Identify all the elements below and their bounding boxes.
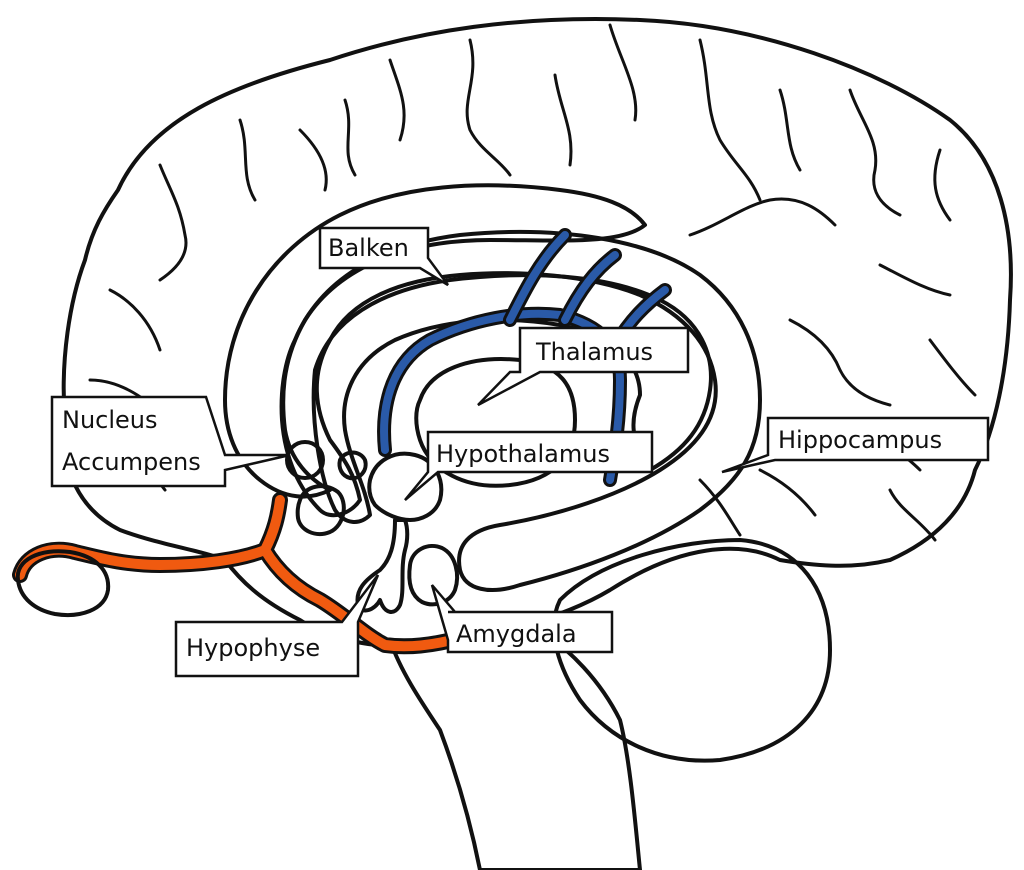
label-thalamus-text: Thalamus (535, 338, 653, 366)
label-balken-text: Balken (328, 234, 409, 262)
brainstem (388, 628, 642, 870)
label-hypothalamus-text: Hypothalamus (436, 440, 610, 468)
hypophyse-body (355, 518, 410, 614)
label-nucleus-line1: Nucleus (62, 406, 158, 434)
label-hypothalamus: Hypothalamus (404, 430, 654, 501)
label-thalamus: Thalamus (477, 326, 690, 407)
hippocampus-arch (279, 229, 762, 592)
olfactory-bulb (15, 549, 111, 617)
label-amygdala: Amygdala (430, 584, 614, 654)
label-hippocampus: Hippocampus (721, 416, 990, 474)
ventricle-vessels (377, 228, 672, 487)
label-nucleus-accumbens: Nucleus Accumpens (50, 395, 291, 488)
label-nucleus-line2: Accumpens (62, 448, 201, 476)
label-hypophyse-text: Hypophyse (186, 634, 320, 662)
label-hypophyse: Hypophyse (174, 574, 380, 678)
amygdala (407, 544, 460, 607)
hypothalamus (367, 451, 444, 522)
label-hippocampus-text: Hippocampus (778, 426, 942, 454)
green-nucleus-small (295, 484, 346, 537)
green-nucleus-notch (337, 450, 368, 481)
cerebellum (551, 538, 832, 763)
label-balken: Balken (318, 226, 450, 287)
cerebrum (61, 17, 1013, 649)
label-amygdala-text: Amygdala (456, 620, 577, 648)
nucleus-accumbens (285, 440, 325, 480)
corpus-callosum-outer (223, 183, 647, 499)
